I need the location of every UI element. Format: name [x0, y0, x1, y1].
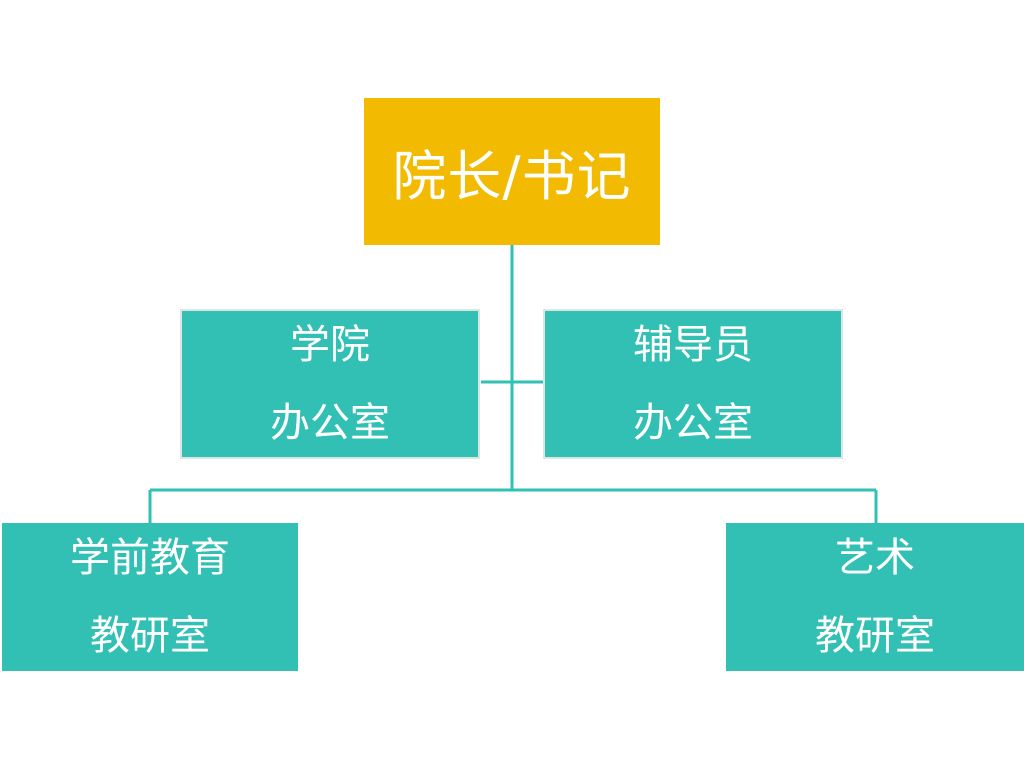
counselor-office-label-line2: 办公室 [633, 400, 753, 446]
root-node[interactable]: 院长/书记 [364, 98, 660, 245]
root-node-label: 院长/书记 [392, 145, 632, 208]
art-office-label-line1: 艺术 [835, 535, 915, 581]
counselor-office-node[interactable]: 辅导员 办公室 [543, 309, 843, 459]
preschool-office-node[interactable]: 学前教育 教研室 [2, 523, 298, 671]
college-office-label-line1: 学院 [290, 322, 370, 368]
counselor-office-label-line1: 辅导员 [633, 322, 753, 368]
art-office-node[interactable]: 艺术 教研室 [726, 523, 1024, 671]
art-office-label-line2: 教研室 [815, 613, 935, 659]
college-office-node[interactable]: 学院 办公室 [180, 309, 480, 459]
preschool-office-label-line1: 学前教育 [70, 535, 230, 581]
preschool-office-label-line2: 教研室 [90, 613, 210, 659]
college-office-label-line2: 办公室 [270, 400, 390, 446]
